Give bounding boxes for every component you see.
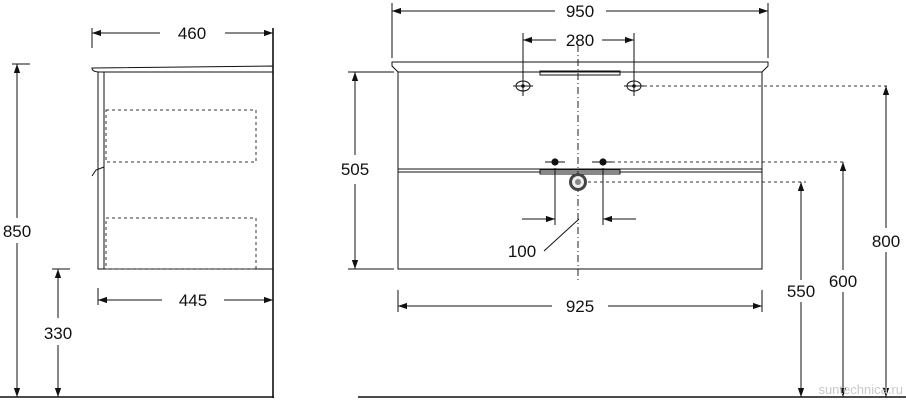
dim-280-label: 280 [566, 31, 594, 50]
watermark-text: suntechnica.ru [818, 382, 903, 397]
side-cabinet-body [97, 71, 274, 270]
dim-445-label: 445 [179, 291, 207, 310]
dim-850-label: 850 [3, 222, 31, 241]
side-countertop [91, 65, 274, 73]
water-inlet-left [545, 158, 565, 166]
dim-330-label: 330 [44, 324, 72, 343]
front-cabinet-body [397, 71, 763, 270]
water-inlet-right [592, 158, 612, 166]
tap-point-left [513, 76, 533, 96]
drain-outlet [569, 173, 587, 191]
side-drawer-lower [105, 217, 257, 270]
dim-550-label: 550 [787, 282, 815, 301]
dim-505-label: 505 [341, 160, 369, 179]
dim-600-label: 600 [829, 272, 857, 291]
side-handle [91, 166, 105, 177]
front-handle-top [539, 70, 621, 76]
dim-800-label: 800 [872, 232, 900, 251]
dim-100-leader [543, 218, 580, 252]
dim-925-label: 925 [566, 297, 594, 316]
tap-point-right [624, 76, 644, 96]
side-view: 460 850 445 330 [0, 24, 274, 398]
dim-100-label: 100 [508, 242, 536, 261]
side-drawer-upper [105, 109, 257, 163]
dim-460-label: 460 [178, 24, 206, 43]
dim-950-label: 950 [566, 2, 594, 21]
front-view: 950 280 505 100 925 550 [341, 2, 906, 398]
